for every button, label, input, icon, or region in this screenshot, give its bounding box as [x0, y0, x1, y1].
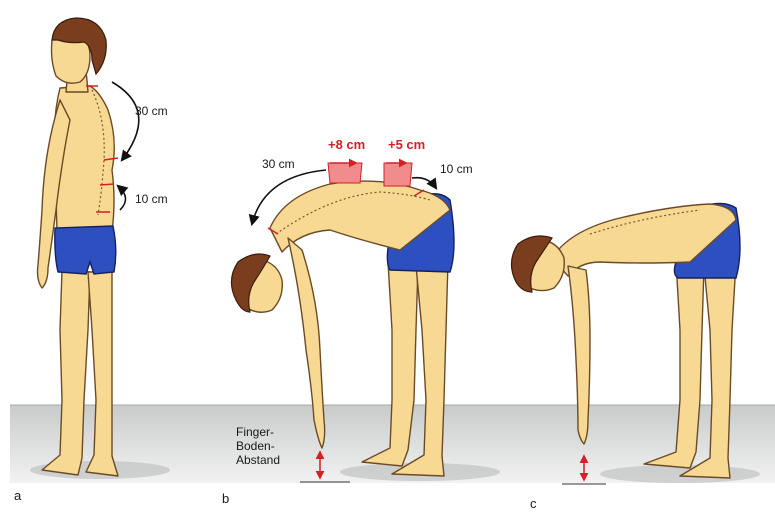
panel-label-b: b	[222, 491, 229, 506]
finger-floor-label-line3: Abstand	[236, 453, 280, 467]
finger-floor-label-line2: Boden-	[236, 439, 275, 453]
figure-a-label-10cm: 10 cm	[135, 192, 168, 206]
figure-a-label-30cm: 30 cm	[135, 104, 168, 118]
figure-b-label-plus-5cm: +5 cm	[388, 137, 425, 152]
figure-b-label-plus-8cm: +8 cm	[328, 137, 365, 152]
finger-floor-label-line1: Finger-	[236, 425, 274, 439]
figure-b-label-30cm: 30 cm	[262, 157, 295, 171]
figure-b-label-10cm: 10 cm	[440, 162, 473, 176]
panel-label-a: a	[14, 488, 22, 503]
panel-label-c: c	[530, 496, 537, 511]
